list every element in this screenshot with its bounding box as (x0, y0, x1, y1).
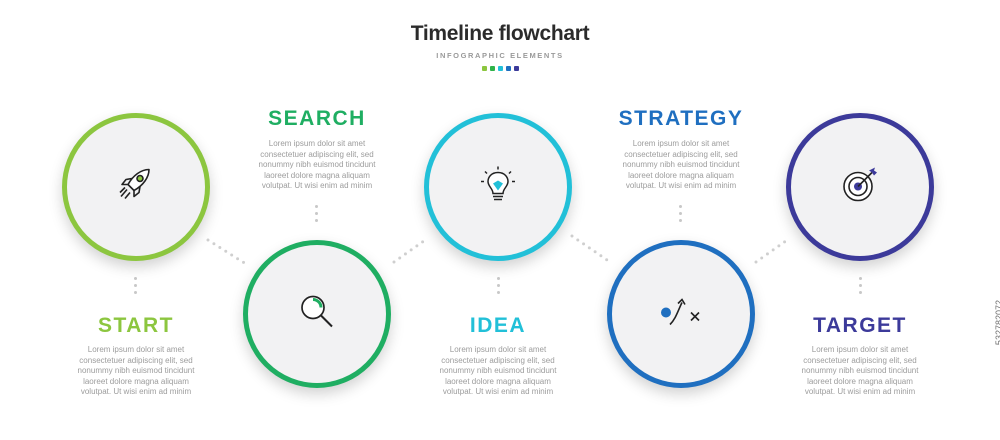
step-label-idea: IDEA (469, 314, 527, 337)
separator-dots (134, 277, 137, 298)
page-subtitle: INFOGRAPHIC ELEMENTS (436, 51, 564, 60)
target-icon (839, 164, 881, 211)
step-label-strategy: STRATEGY (618, 107, 744, 130)
step-label-search: SEARCH (268, 107, 366, 130)
page-title: Timeline flowchart (410, 22, 590, 45)
color-dot (505, 66, 511, 71)
step-circle-target (786, 113, 934, 261)
color-dot (497, 66, 503, 71)
magnifier-icon (296, 291, 338, 338)
step-circle-strategy (607, 240, 755, 388)
color-dot (481, 66, 487, 71)
lightbulb-icon (477, 164, 519, 211)
separator-dots (859, 277, 862, 298)
strategy-play-icon (658, 291, 704, 338)
color-dot (489, 66, 495, 71)
rocket-icon (115, 164, 157, 211)
step-label-target: TARGET (813, 314, 907, 337)
header: Timeline flowchart INFOGRAPHIC ELEMENTS (0, 22, 1000, 71)
color-dots (0, 66, 1000, 71)
step-circle-idea (424, 113, 572, 261)
step-circle-start (62, 113, 210, 261)
separator-dots (679, 205, 682, 226)
step-circle-search (243, 240, 391, 388)
step-label-start: START (98, 314, 174, 337)
separator-dots (497, 277, 500, 298)
color-dot (513, 66, 519, 71)
separator-dots (315, 205, 318, 226)
watermark-id: 532782072 (994, 300, 1000, 346)
